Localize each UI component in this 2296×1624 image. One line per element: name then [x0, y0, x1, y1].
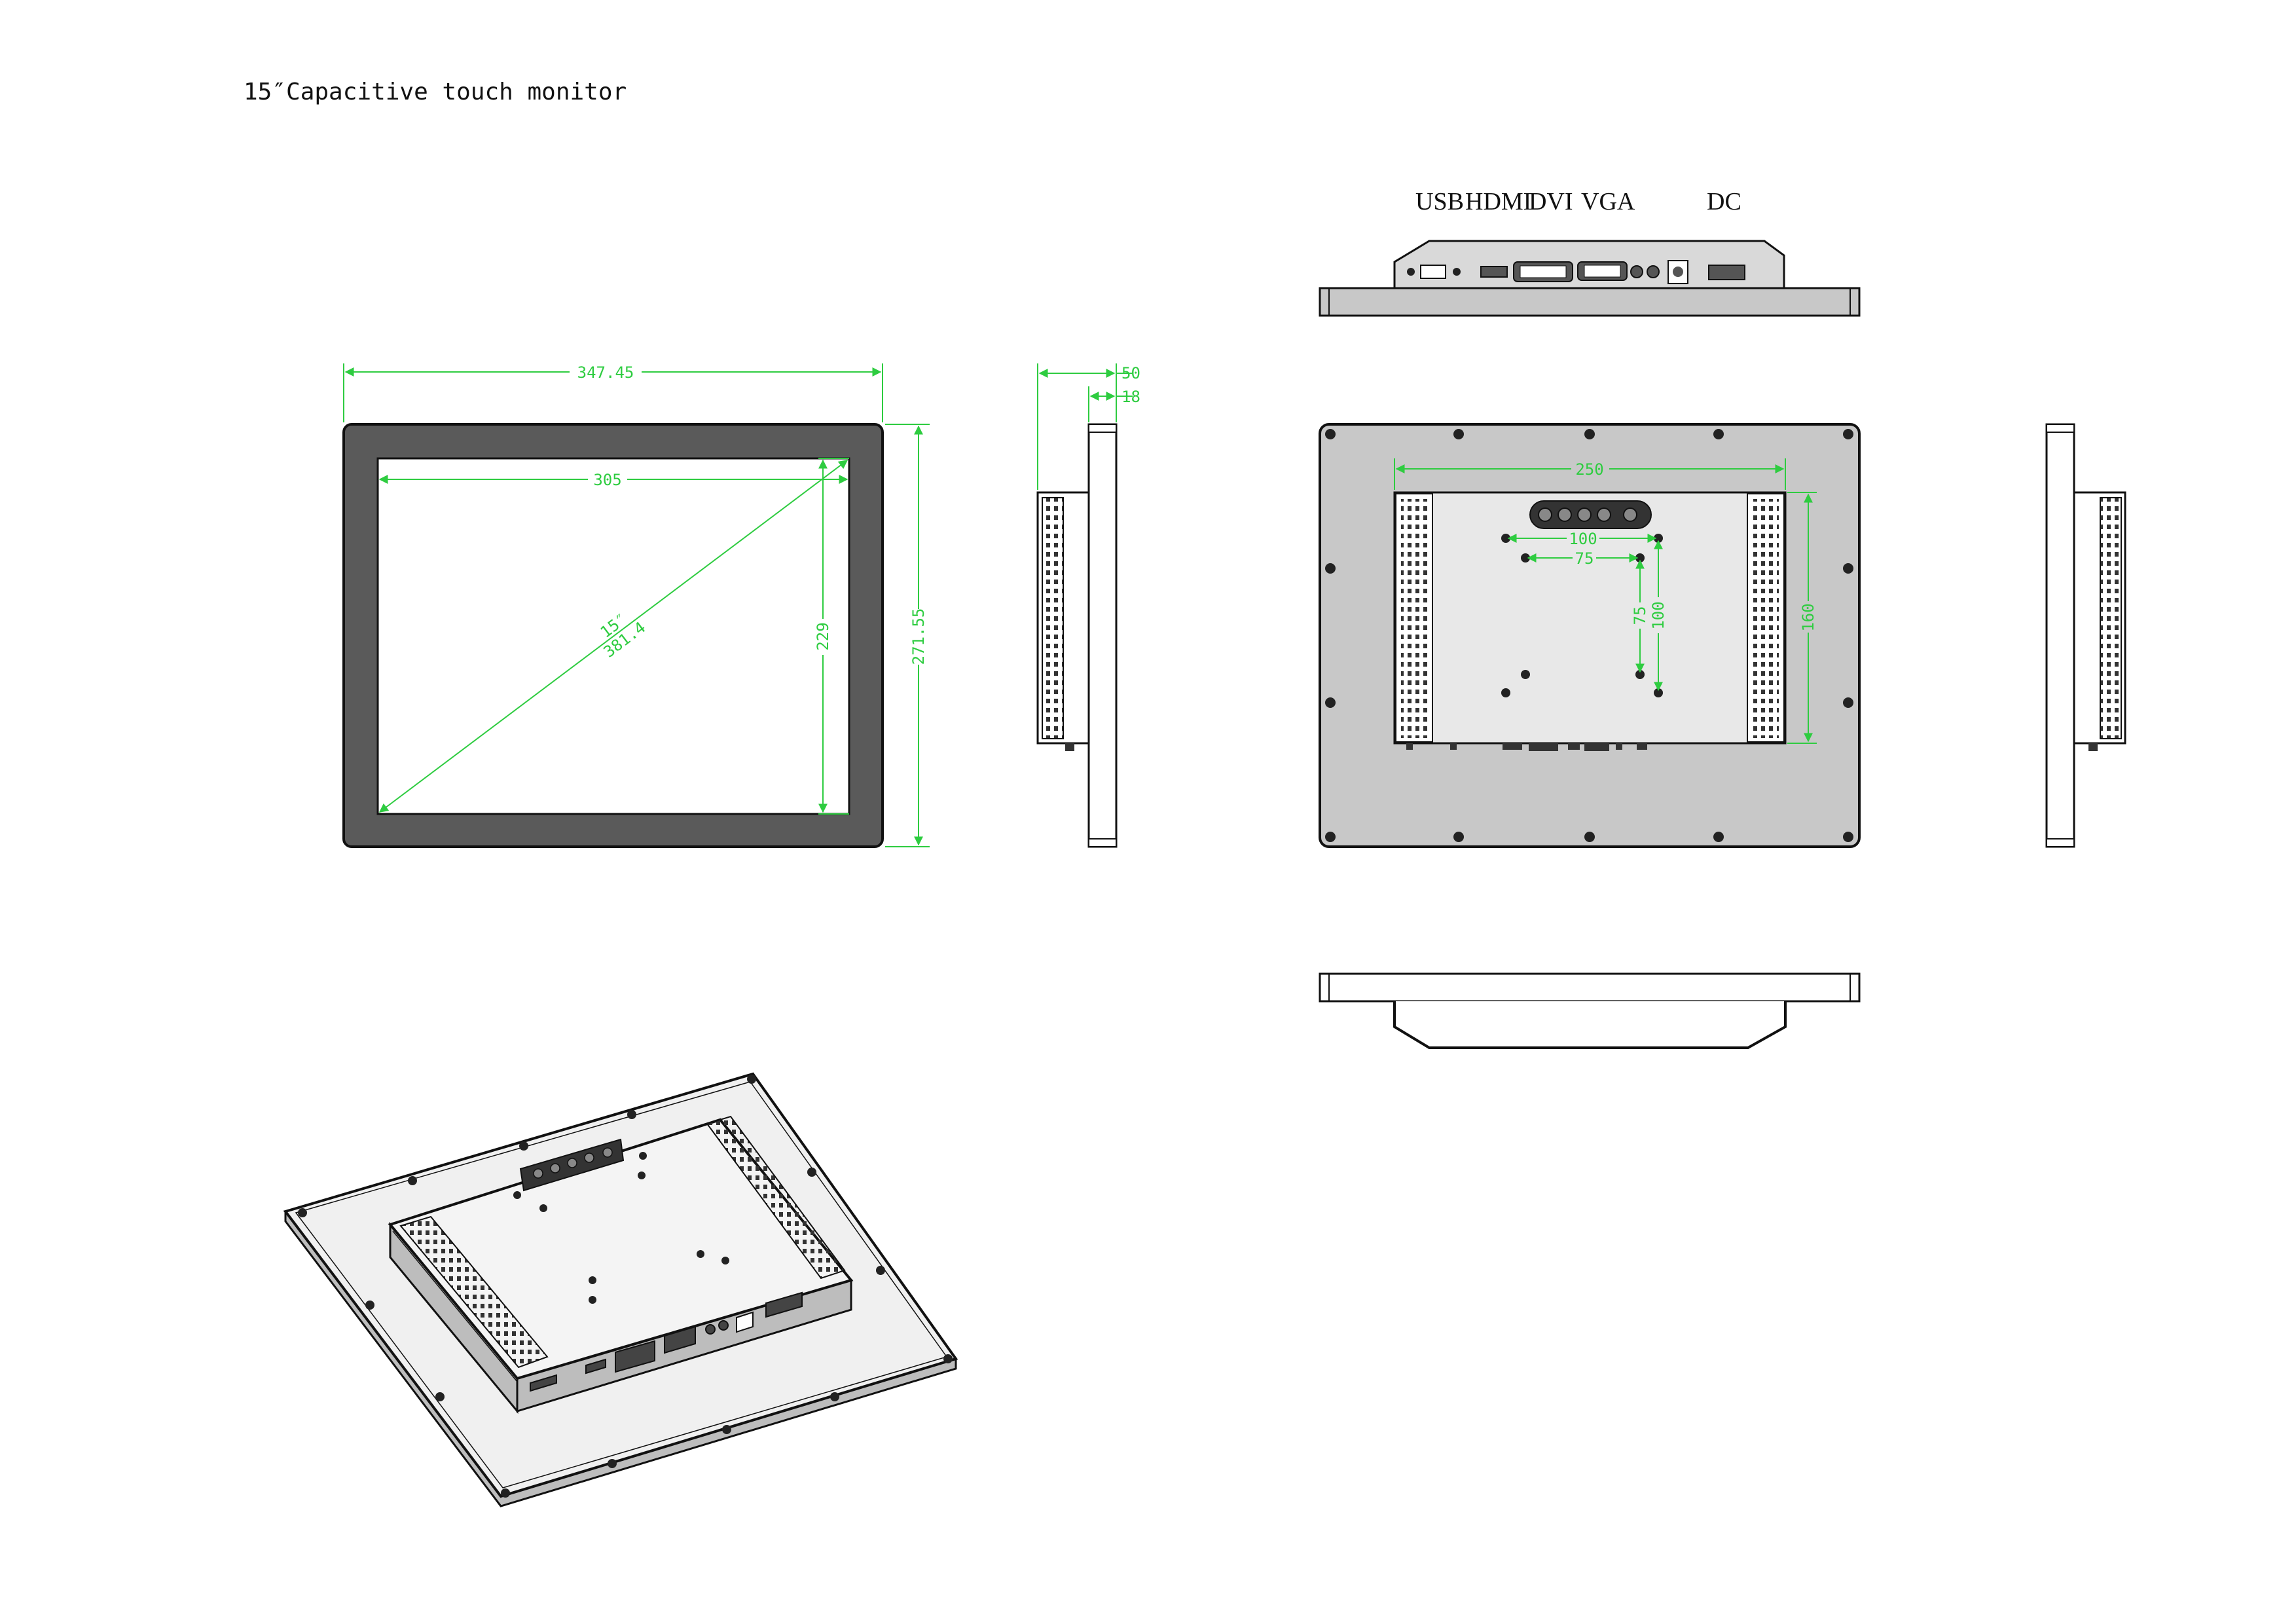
top-frame — [1319, 287, 1861, 317]
port-label-dc: DC — [1707, 188, 1741, 215]
hdmi-port-icon — [1480, 266, 1508, 278]
front-view: 347.45 305 15″ 381.4 229 271.55 — [342, 361, 930, 848]
dim-vesa-small-h: 75 — [1575, 549, 1594, 568]
rear-screws — [1325, 429, 1853, 842]
dim-box-width: 250 — [1575, 460, 1603, 479]
dim-diagonal-line — [378, 460, 848, 813]
dim-total-depth: 50 — [1121, 364, 1140, 382]
dim-box-height: 160 — [1799, 603, 1817, 631]
iso-vent-left — [399, 1215, 549, 1369]
port-label-dvi: DVI — [1529, 188, 1573, 215]
port-label-usb: USB — [1415, 188, 1464, 215]
dim-overall-width: 347.45 — [577, 363, 634, 382]
port-label-hdmi: HDMI — [1465, 188, 1531, 215]
top-view: USB HDMI DVI VGA DC — [1319, 188, 1861, 317]
iso-vent-right — [706, 1115, 846, 1280]
bottom-frame — [1319, 972, 1861, 1003]
terminal-block-icon — [1708, 265, 1745, 280]
dim-active-width: 305 — [593, 471, 621, 489]
side-view-left: 50 18 — [1036, 363, 1140, 848]
drawing-title: 15″Capacitive touch monitor — [244, 79, 627, 105]
usb-port-icon — [1420, 265, 1446, 279]
iso-screws — [298, 1075, 953, 1498]
side-frame — [1087, 423, 1118, 848]
dim-active-height: 229 — [814, 622, 832, 650]
dim-vesa-small-v: 75 — [1631, 606, 1649, 625]
dim-vesa-large-v: 100 — [1649, 601, 1667, 629]
iso-ports — [530, 1291, 803, 1392]
dim-vesa-large-h: 100 — [1569, 530, 1597, 548]
rear-view: 250 160 100 75 75 100 — [1319, 423, 1861, 848]
side-view-right — [2045, 423, 2126, 848]
bottom-view — [1319, 972, 1861, 1049]
port-label-vga: VGA — [1581, 188, 1635, 215]
dim-overall-height: 271.55 — [909, 608, 928, 665]
isometric-view — [283, 1072, 958, 1507]
dim-frame-depth: 18 — [1121, 388, 1140, 406]
bottom-box — [1393, 1001, 1787, 1049]
